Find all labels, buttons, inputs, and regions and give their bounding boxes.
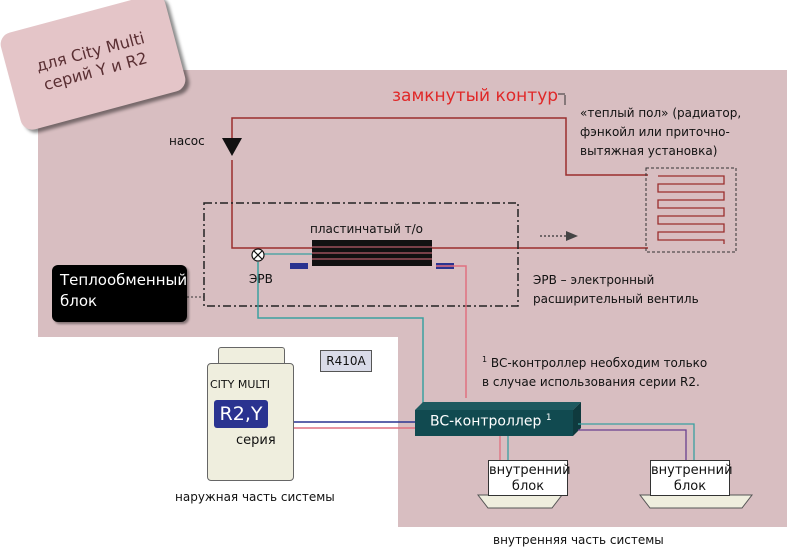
bc-note: 1 BC-контроллер необходим только в случа…	[482, 350, 707, 392]
bc-controller-sup: 1	[545, 413, 552, 423]
outdoor-caption: наружная часть системы	[175, 490, 335, 504]
loop-supply-line	[231, 117, 648, 176]
heat-exchange-block: Теплообменный блок	[52, 265, 187, 322]
hx-port-left	[290, 263, 308, 269]
consumer-line-2: фэнкойл или приточно-	[580, 125, 730, 139]
plate-hx-label: пластинчатый т/о	[310, 222, 423, 236]
indoor-area-background	[38, 70, 787, 527]
hx-block-line-2: блок	[60, 292, 98, 310]
hx-block-line-1: Теплообменный	[60, 271, 188, 289]
pump-label: насос	[169, 134, 205, 148]
valve-desc-line-1: ЭРВ – электронный	[533, 273, 655, 287]
expansion-valve-icon	[251, 248, 265, 262]
consumer-line-3: вытяжная установка)	[580, 144, 718, 158]
note-sup: 1	[482, 355, 488, 364]
hx-zone-boundary	[203, 202, 519, 307]
note-line-1: BC-контроллер необходим только	[490, 356, 708, 370]
plate-heat-exchanger	[312, 240, 432, 266]
note-line-2: в случае использования серии R2.	[482, 375, 700, 389]
bc-controller-text: BC-контроллер	[430, 413, 542, 430]
outdoor-series-label: серия	[236, 433, 276, 448]
pump-icon	[222, 138, 242, 156]
water-loop	[231, 117, 648, 249]
indoor-unit-2-line-1: внутренний	[651, 463, 733, 478]
outdoor-unit-top	[218, 347, 285, 365]
indoor-cassette-2	[638, 494, 754, 509]
loop-title: замкнутый контур	[392, 86, 559, 106]
outdoor-brand: CITY MULTI	[210, 378, 270, 391]
floor-heating-coil	[657, 175, 725, 244]
indoor-unit-1: внутренний блок	[488, 460, 571, 496]
indoor-unit-1-line-1: внутренний	[489, 463, 571, 478]
indoor-unit-2: внутренний блок	[650, 460, 733, 496]
consumer-box	[645, 167, 737, 253]
valve-description: ЭРВ – электронный расширительный вентиль	[533, 271, 699, 309]
refrigerant-label: R410A	[320, 350, 372, 372]
consumer-line-1: «теплый пол» (радиатор,	[580, 106, 742, 120]
indoor-unit-2-line-2: блок	[673, 479, 707, 494]
outdoor-model-badge: R2,Y	[214, 400, 268, 428]
valve-desc-line-2: расширительный вентиль	[533, 292, 699, 306]
indoor-unit-1-line-2: блок	[511, 479, 545, 494]
liquid-line	[257, 262, 424, 410]
indoor-cassette-1	[476, 494, 564, 509]
indoor-caption: внутренняя часть системы	[493, 533, 664, 547]
bc-controller-box	[415, 402, 581, 436]
loop-to-hx-line	[231, 160, 312, 249]
flow-arrow-icon	[566, 231, 578, 241]
consumer-label: «теплый пол» (радиатор, фэнкойл или прит…	[580, 104, 741, 161]
bc-controller-label: BC-контроллер 1	[430, 413, 552, 430]
valve-label: ЭРВ	[249, 272, 273, 286]
gas-line	[436, 265, 467, 398]
